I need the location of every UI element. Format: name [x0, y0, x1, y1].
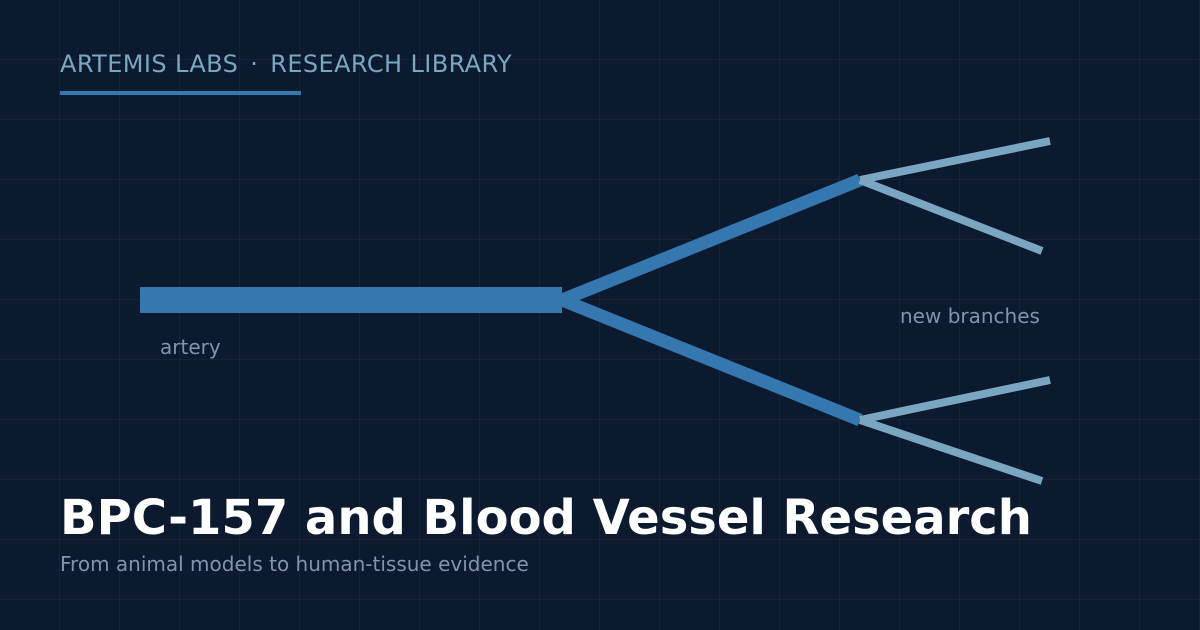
twig-lower-top — [859, 376, 1051, 424]
section-name: RESEARCH LIBRARY — [270, 50, 513, 78]
branch-upper — [559, 173, 863, 307]
twig-upper-bottom — [858, 176, 1044, 255]
page-title: BPC-157 and Blood Vessel Research — [60, 490, 1032, 546]
primary-vessels — [140, 173, 863, 427]
branch-lower — [559, 293, 863, 427]
artery-label: artery — [160, 335, 221, 359]
page-subtitle: From animal models to human-tissue evide… — [60, 552, 529, 576]
header-brand: ARTEMIS LABS · RESEARCH LIBRARY — [60, 50, 512, 78]
twig-lower-bottom — [858, 416, 1044, 485]
new-branch-vessels — [858, 137, 1051, 485]
brand-separator: · — [250, 50, 259, 78]
twig-upper-top — [859, 137, 1051, 184]
accent-rule — [60, 91, 301, 95]
org-name: ARTEMIS LABS — [60, 50, 239, 78]
branches-label: new branches — [900, 304, 1040, 328]
